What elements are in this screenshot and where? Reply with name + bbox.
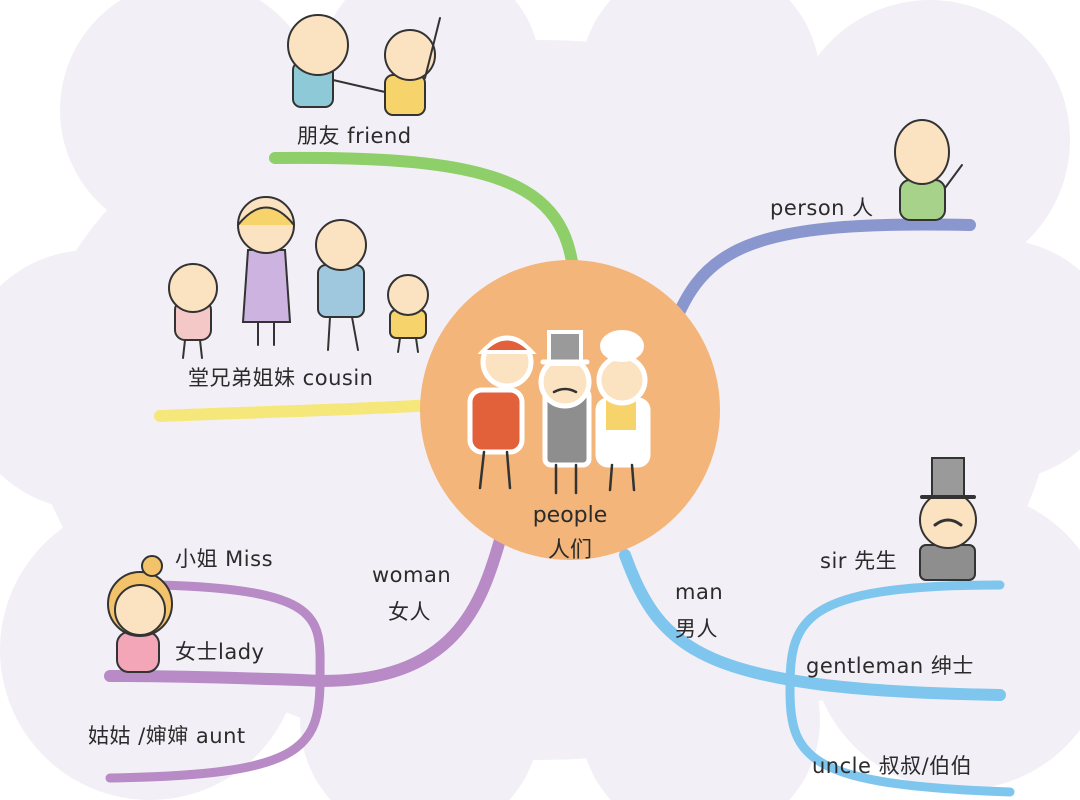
family-illustration	[168, 196, 429, 359]
man-branch	[619, 549, 1006, 701]
uncle-label: uncle 叔叔/伯伯	[812, 754, 973, 778]
lady-illustration	[107, 555, 173, 673]
woman-label-zh: 女人	[388, 600, 431, 624]
center-subtitle: 人们	[547, 538, 592, 563]
cousin-label: 堂兄弟姐妹 cousin	[188, 366, 374, 390]
cousin-branch	[154, 399, 436, 422]
lady-label: 女士lady	[175, 640, 265, 664]
aunt-label: 姑姑 /婶婶 aunt	[88, 724, 246, 748]
miss-label: 小姐 Miss	[175, 547, 274, 571]
man-branch-uncle	[785, 685, 1015, 797]
woman-branch-miss	[155, 580, 325, 685]
man-label-en: man	[675, 580, 724, 604]
sir-label: sir 先生	[820, 549, 898, 573]
friends-illustration	[287, 14, 441, 116]
sir-illustration	[919, 457, 977, 581]
friend-branch	[269, 151, 581, 306]
friend-label: 朋友 friend	[297, 124, 412, 148]
woman-label-en: woman	[372, 563, 452, 587]
woman-branch-aunt	[105, 675, 325, 783]
center-title: people	[532, 503, 608, 528]
man-label-zh: 男人	[675, 617, 718, 641]
man-branch-sir	[785, 580, 1005, 695]
people-illustration	[467, 330, 651, 495]
person-label: person 人	[770, 196, 874, 220]
person-illustration	[894, 119, 963, 221]
gentleman-label: gentleman 绅士	[806, 654, 974, 678]
person-branch	[662, 218, 976, 346]
